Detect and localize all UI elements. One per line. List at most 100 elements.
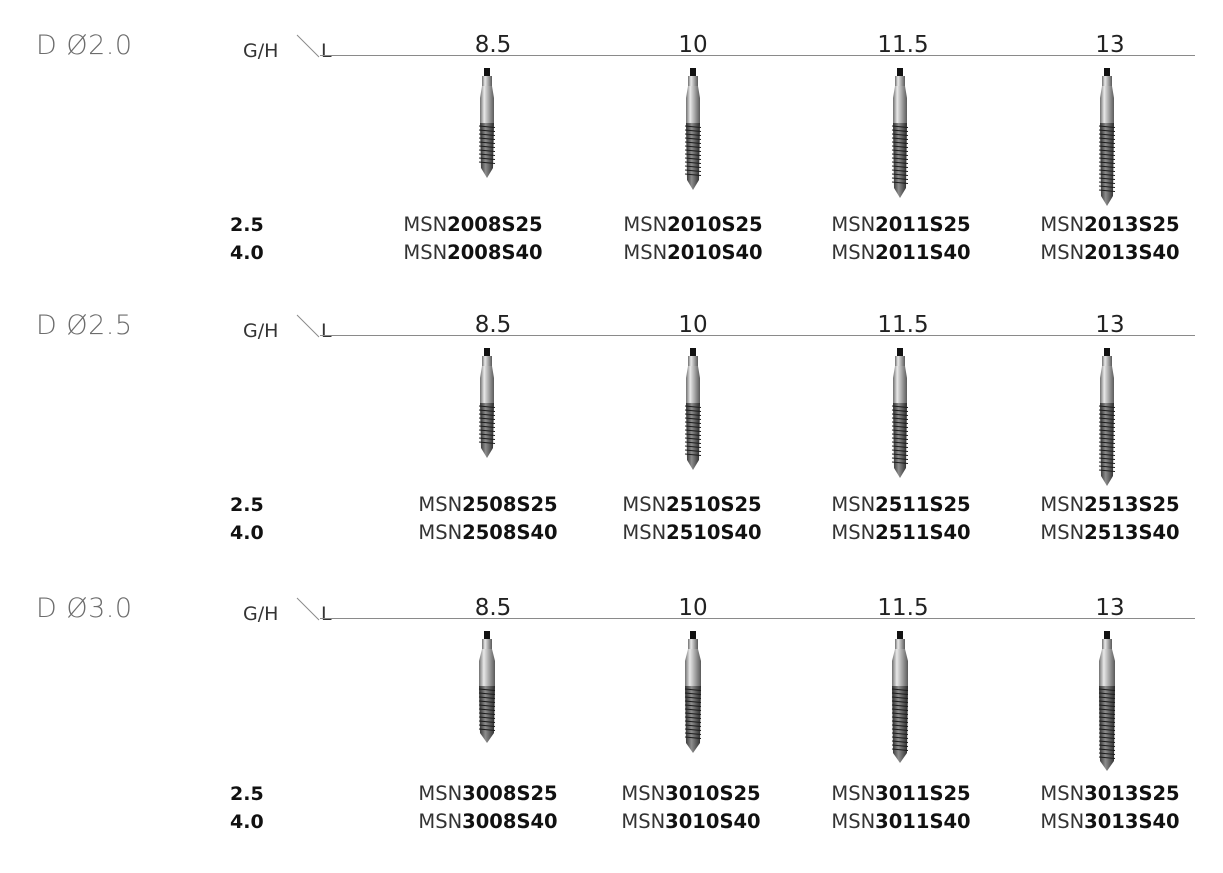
implant-thread bbox=[1098, 692, 1116, 695]
implant-thread bbox=[891, 413, 909, 416]
implant-thread bbox=[478, 441, 496, 444]
implant-thread bbox=[891, 173, 909, 176]
implant-thread bbox=[684, 149, 702, 152]
implant-thread bbox=[684, 145, 702, 148]
implant-thread bbox=[891, 125, 909, 128]
implant-thread bbox=[1098, 724, 1116, 727]
implant-thread bbox=[891, 700, 909, 703]
implant-thread bbox=[684, 724, 702, 727]
product-code: MSN2510S40 bbox=[622, 521, 762, 544]
implant-thread bbox=[891, 433, 909, 436]
implant-thread bbox=[1098, 165, 1116, 168]
implant-thread bbox=[478, 413, 496, 416]
implant-thread bbox=[1098, 441, 1116, 444]
implant-thread bbox=[891, 181, 909, 184]
implant-thread bbox=[891, 441, 909, 444]
implant-thread bbox=[684, 437, 702, 440]
implant-thread bbox=[1098, 161, 1116, 164]
implant-thread bbox=[478, 421, 496, 424]
implant-thread bbox=[1098, 125, 1116, 128]
product-code: MSN2508S25 bbox=[418, 493, 558, 516]
implant-thread bbox=[478, 149, 496, 152]
product-code: MSN2510S25 bbox=[622, 493, 762, 516]
gh-value: 2.5 bbox=[230, 783, 264, 805]
implant-thread bbox=[1098, 688, 1116, 691]
implant-thread bbox=[684, 728, 702, 731]
implant-thread bbox=[891, 429, 909, 432]
implant-thread bbox=[478, 125, 496, 128]
product-code: MSN2013S25 bbox=[1040, 213, 1180, 236]
implant-thread bbox=[891, 169, 909, 172]
implant-image bbox=[891, 348, 909, 478]
implant-thread bbox=[891, 137, 909, 140]
implant-thread bbox=[891, 696, 909, 699]
implant-thread bbox=[891, 704, 909, 707]
implant-thread bbox=[684, 137, 702, 140]
product-code: MSN2511S25 bbox=[831, 493, 971, 516]
implant-thread bbox=[891, 157, 909, 160]
implant-thread bbox=[1098, 137, 1116, 140]
l-header: L bbox=[321, 603, 332, 625]
implant-thread bbox=[478, 708, 496, 711]
gh-header: G/H bbox=[243, 603, 279, 625]
implant-thread bbox=[478, 405, 496, 408]
implant-thread bbox=[891, 712, 909, 715]
implant-thread bbox=[891, 748, 909, 751]
implant-image bbox=[478, 348, 496, 458]
implant-thread bbox=[684, 425, 702, 428]
implant-thread bbox=[891, 449, 909, 452]
implant-thread bbox=[891, 724, 909, 727]
product-code: MSN2010S25 bbox=[623, 213, 763, 236]
implant-thread bbox=[1098, 457, 1116, 460]
product-code: MSN3008S25 bbox=[418, 782, 558, 805]
product-code: MSN3011S40 bbox=[831, 810, 971, 833]
implant-thread bbox=[1098, 173, 1116, 176]
implant-thread bbox=[684, 157, 702, 160]
implant-thread bbox=[1098, 744, 1116, 747]
gh-value: 4.0 bbox=[230, 522, 264, 544]
implant-image bbox=[684, 631, 702, 753]
length-header: 8.5 bbox=[474, 595, 512, 621]
implant-thread bbox=[1098, 700, 1116, 703]
diameter-label: D Ø2.5 bbox=[36, 310, 133, 341]
implant-thread bbox=[891, 740, 909, 743]
implant-thread bbox=[891, 461, 909, 464]
header-diagonal bbox=[296, 314, 320, 338]
implant-thread bbox=[1098, 720, 1116, 723]
header-divider bbox=[320, 55, 1195, 56]
implant-thread bbox=[684, 429, 702, 432]
gh-value: 4.0 bbox=[230, 811, 264, 833]
implant-thread bbox=[891, 417, 909, 420]
gh-value: 2.5 bbox=[230, 494, 264, 516]
implant-thread bbox=[1098, 708, 1116, 711]
implant-thread bbox=[1098, 449, 1116, 452]
implant-thread bbox=[684, 716, 702, 719]
product-code: MSN3011S25 bbox=[831, 782, 971, 805]
implant-thread bbox=[891, 421, 909, 424]
implant-thread bbox=[1098, 732, 1116, 735]
product-code: MSN3013S40 bbox=[1040, 810, 1180, 833]
implant-thread bbox=[1098, 405, 1116, 408]
implant-thread bbox=[684, 409, 702, 412]
implant-thread bbox=[891, 425, 909, 428]
implant-thread bbox=[891, 405, 909, 408]
implant-thread bbox=[684, 141, 702, 144]
implant-thread bbox=[478, 696, 496, 699]
implant-thread bbox=[684, 417, 702, 420]
implant-thread bbox=[1098, 129, 1116, 132]
length-header: 13 bbox=[1095, 595, 1125, 621]
gh-header: G/H bbox=[243, 320, 279, 342]
implant-thread bbox=[891, 732, 909, 735]
implant-thread bbox=[1098, 716, 1116, 719]
implant-image bbox=[684, 68, 702, 190]
implant-thread bbox=[684, 133, 702, 136]
length-header: 13 bbox=[1095, 32, 1125, 58]
implant-thread bbox=[684, 688, 702, 691]
length-header: 11.5 bbox=[877, 32, 929, 58]
header-divider bbox=[320, 618, 1195, 619]
implant-thread bbox=[684, 736, 702, 739]
implant-thread bbox=[891, 728, 909, 731]
implant-thread bbox=[891, 133, 909, 136]
gh-value: 4.0 bbox=[230, 242, 264, 264]
implant-thread bbox=[684, 453, 702, 456]
